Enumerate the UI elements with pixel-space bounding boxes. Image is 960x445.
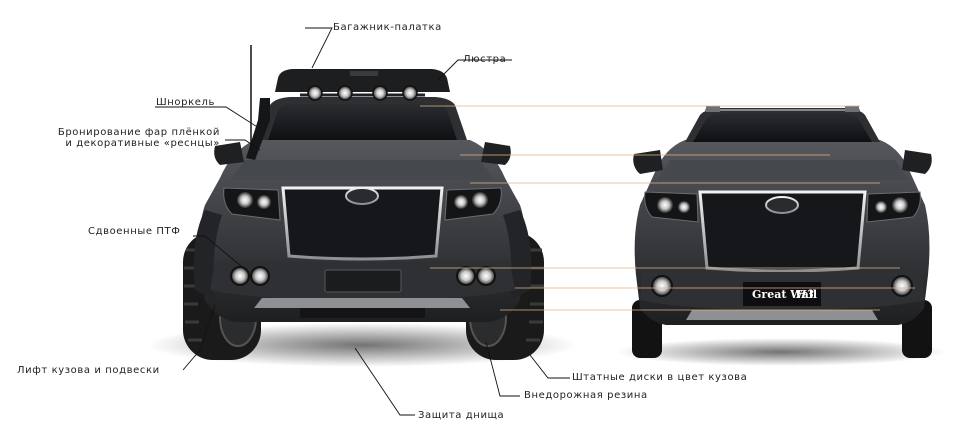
label-lift: Лифт кузова и подвески	[17, 365, 160, 376]
stock-fog-light-left	[651, 275, 673, 297]
roof-rack-detail	[350, 71, 378, 76]
leader-chandelier	[437, 59, 512, 81]
leader-snorkel	[155, 106, 263, 131]
stock-grille-bars	[705, 213, 860, 264]
label-stock-wheels: Штатные диски в цвет кузова	[572, 372, 748, 383]
roof-rail-right	[845, 106, 859, 112]
ground-shadow	[616, 338, 946, 366]
stock-mirror-left	[633, 150, 663, 174]
stock-headlight-right-lens	[892, 197, 908, 213]
badge-plate	[743, 282, 821, 306]
comparison-guide-lines	[420, 105, 915, 311]
leader-lines	[155, 27, 570, 416]
hood	[230, 160, 495, 180]
license-plate-area	[324, 269, 402, 293]
grille-emblem	[345, 187, 379, 205]
leader-tires	[485, 341, 520, 397]
label-skid-plate: Защита днища	[418, 410, 505, 421]
label-offroad-tires: Внедорожная резина	[524, 390, 648, 401]
label-roof-rack: Багажник-палатка	[333, 22, 442, 33]
label-headlight-line2: и декоративные «реснцы»	[65, 138, 220, 149]
mirror-left	[214, 142, 244, 165]
headlight-right-lens	[472, 192, 488, 208]
lower-intake	[300, 308, 425, 318]
badge-model: H3	[795, 288, 814, 301]
stock-headlight-right-lens-2	[875, 201, 887, 213]
leader-roof-rack	[305, 27, 333, 69]
stock-grille-emblem	[765, 196, 799, 214]
label-headlight-line1: Бронирование фар плёнкой	[57, 127, 220, 138]
stock-mirror-right	[902, 150, 932, 174]
leader-headlight	[225, 139, 261, 151]
grille-bars	[288, 203, 437, 251]
dual-fog-lights	[230, 266, 496, 286]
arch-right	[503, 210, 532, 300]
headlight-right-lens-2	[454, 195, 468, 209]
mirror-right	[481, 142, 511, 165]
label-chandelier: Люстра	[463, 54, 507, 65]
stock-skid-plate	[686, 310, 878, 320]
leader-skid	[354, 347, 415, 416]
leader-stock-wheels	[529, 354, 570, 379]
windshield	[268, 104, 457, 140]
leader-fog	[193, 235, 249, 273]
headlight-left-lens	[237, 192, 253, 208]
headlight-left-lens-2	[257, 195, 271, 209]
stock-headlight-left-lens	[657, 197, 673, 213]
roof-rail-left	[706, 106, 720, 112]
stock-hood	[657, 160, 908, 180]
label-snorkel: Шноркель	[156, 97, 215, 108]
stock-fog-light-right	[891, 275, 913, 297]
label-fog-lights: Сдвоенные ПТФ	[88, 226, 181, 237]
roof-light-bar	[300, 85, 425, 101]
stock-vehicle: Great Wall H3	[616, 106, 946, 366]
stock-windshield	[693, 113, 872, 142]
stock-headlight-left-lens-2	[678, 201, 690, 213]
leader-lift	[182, 304, 216, 371]
skid-plate	[254, 298, 470, 308]
badge-brand: Great Wall	[752, 288, 817, 301]
arch-left	[193, 210, 222, 300]
modified-vehicle	[147, 45, 577, 367]
